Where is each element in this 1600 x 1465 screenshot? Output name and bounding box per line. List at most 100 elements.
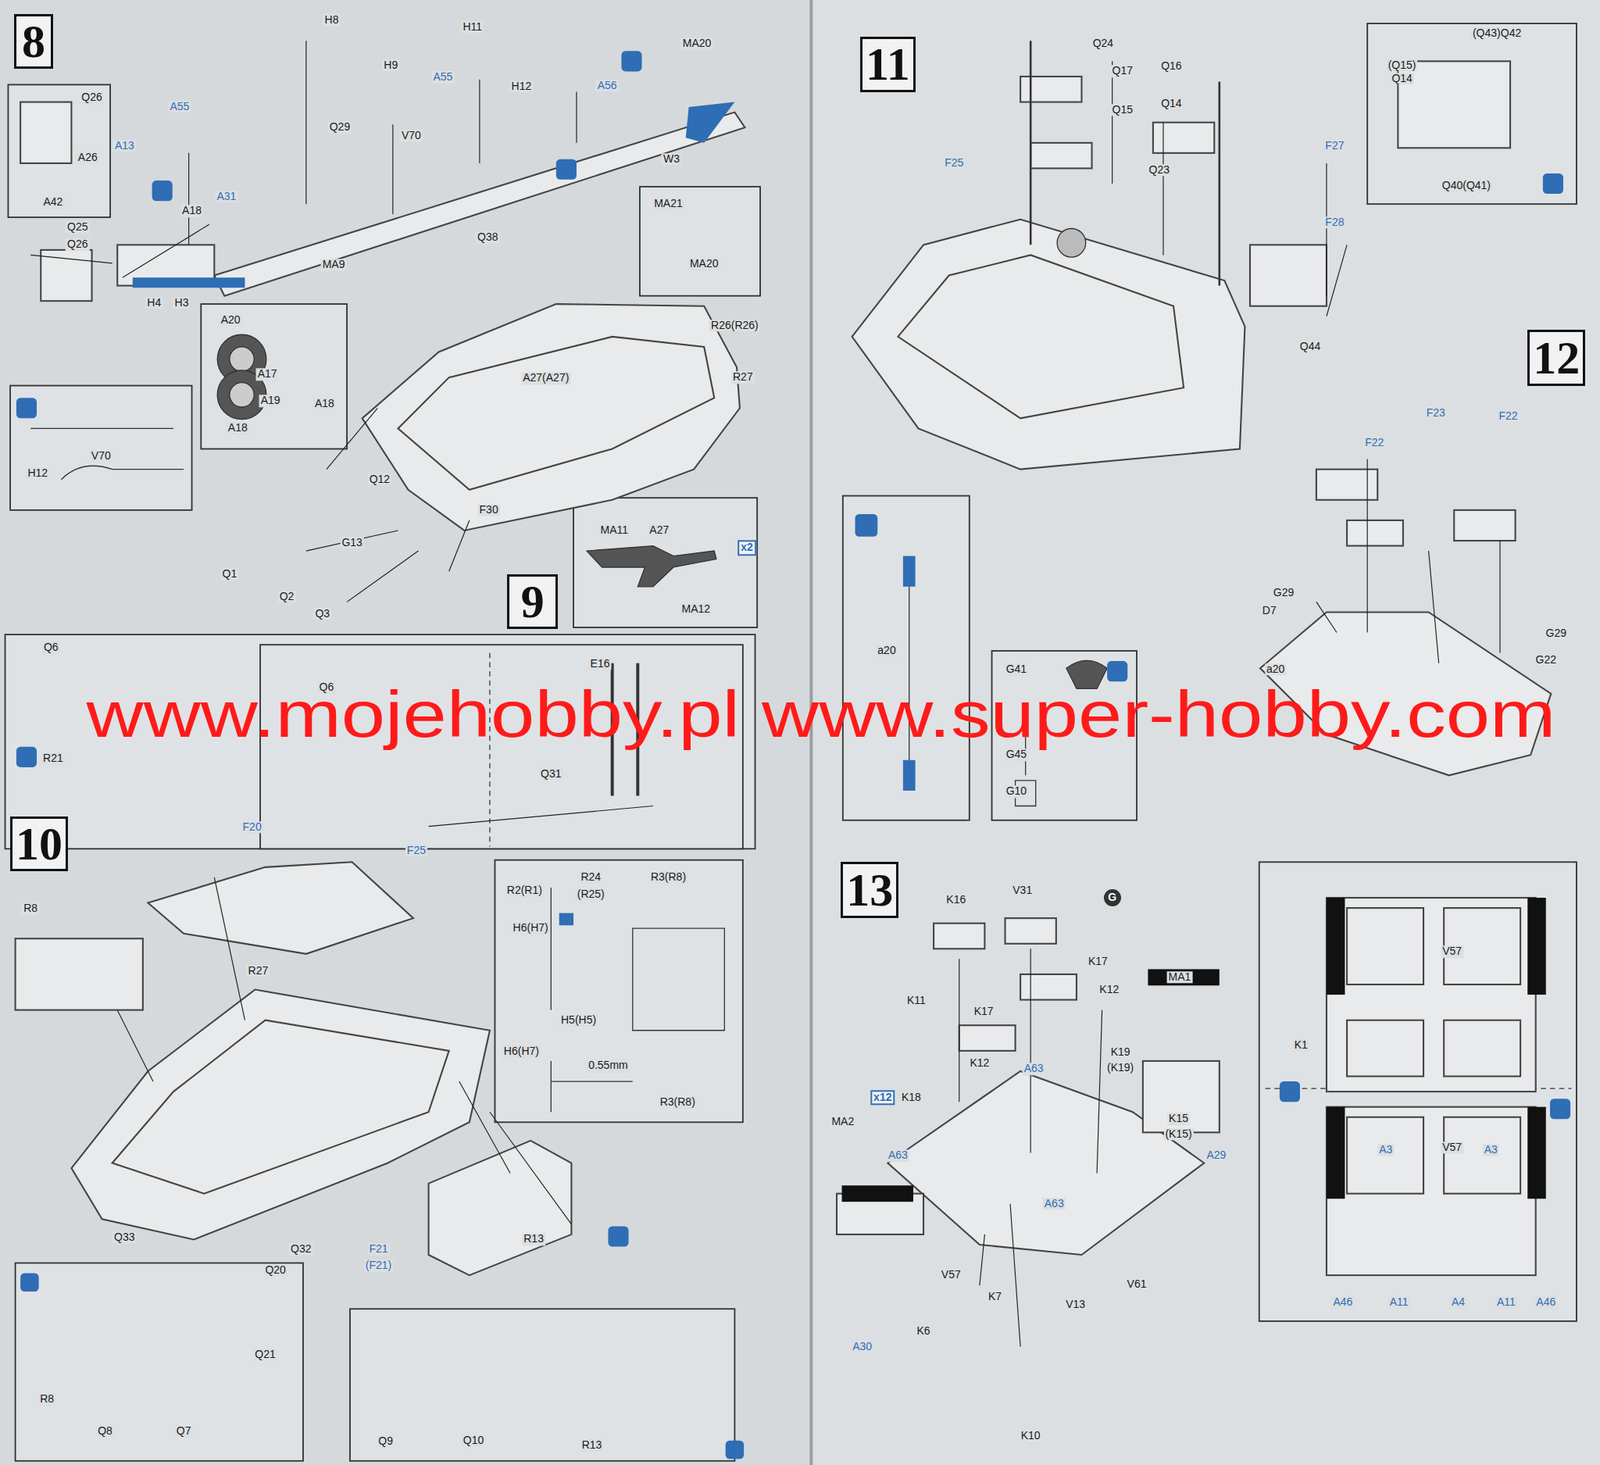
line-art (40, 250, 92, 301)
part-number: H11 (460, 21, 484, 34)
part-number: A55 (431, 71, 454, 84)
line-art (1030, 40, 1220, 286)
watermark: www.mojehobby.pl www.super-hobby.com (86, 678, 1557, 750)
part-number: V70 (400, 129, 423, 142)
step-number: 13 (840, 861, 899, 918)
part-number: Q3 (313, 607, 332, 620)
step-number: 11 (860, 36, 916, 93)
part-number: K12 (967, 1057, 991, 1069)
part-number: V13 (1064, 1298, 1087, 1311)
part-number: R27 (731, 371, 755, 383)
line-art (428, 1140, 572, 1275)
part-number: MA11 (599, 524, 631, 536)
part-number: 0.55mm (586, 1060, 630, 1072)
part-number: (K15) (1163, 1128, 1193, 1140)
step-number-text: 9 (521, 578, 545, 625)
part-number: a20 (1264, 663, 1286, 675)
part-number: Q40(Q41) (1440, 179, 1493, 192)
line-art (897, 254, 1184, 418)
line-art (1005, 917, 1057, 944)
part-number: R2(R1) (505, 884, 544, 897)
part-number: H8 (323, 14, 341, 26)
part-number: H4 (145, 296, 163, 309)
part-number: K6 (914, 1325, 932, 1337)
part-number: A26 (76, 152, 100, 165)
line-art (1326, 1107, 1536, 1275)
line-art (1316, 469, 1378, 500)
line-art (15, 938, 143, 1010)
part-number: H6(H7) (502, 1045, 541, 1058)
part-number: A56 (596, 79, 619, 92)
line-art (1250, 244, 1327, 306)
part-number: Q1 (221, 567, 240, 580)
part-number: H3 (173, 296, 191, 309)
part-number: K11 (905, 994, 928, 1007)
part-number: A18 (313, 397, 336, 410)
part-number: Q8 (96, 1425, 115, 1437)
part-number: MA9 (321, 259, 347, 272)
step-number-text: 13 (846, 866, 893, 914)
part-number: R26(R26) (709, 319, 761, 332)
part-number: K16 (944, 893, 968, 906)
line-art (350, 1308, 735, 1461)
line-art (621, 50, 642, 72)
line-art (903, 760, 916, 791)
part-number: V57 (1440, 1141, 1464, 1154)
part-number: Q9 (376, 1435, 395, 1447)
part-number: G45 (1004, 749, 1029, 761)
part-number: Q16 (1159, 60, 1183, 72)
line-art (15, 1262, 304, 1461)
line-art (1367, 23, 1577, 204)
part-number: G13 (339, 536, 364, 549)
line-art (10, 385, 192, 511)
line-art (933, 923, 985, 950)
part-number: (R25) (575, 888, 607, 900)
part-number: K12 (1097, 983, 1121, 996)
part-number: A13 (113, 139, 136, 152)
line-art (112, 1020, 450, 1194)
part-number: W3 (661, 153, 682, 165)
part-number: A29 (1204, 1150, 1228, 1162)
part-number: K18 (900, 1091, 923, 1104)
line-art (71, 989, 490, 1240)
part-number: K10 (1019, 1430, 1043, 1443)
line-art (1326, 897, 1346, 995)
part-number: A3 (1482, 1143, 1500, 1156)
part-number: G29 (1271, 586, 1296, 599)
part-number: A27 (647, 524, 671, 536)
line-art (559, 913, 574, 926)
line-art (1453, 510, 1515, 541)
part-number: A63 (1042, 1197, 1066, 1210)
line-art (1527, 1107, 1547, 1200)
line-art (30, 40, 1220, 1112)
step-number-text: 8 (21, 17, 46, 65)
part-number: Q44 (1298, 340, 1322, 353)
line-art (15, 60, 1552, 1275)
part-number: Q29 (328, 121, 352, 134)
line-art (1326, 897, 1536, 1092)
part-number: Q26 (79, 92, 104, 104)
line-art (132, 277, 246, 288)
part-number: F22 (1363, 436, 1386, 449)
part-number: R3(R8) (658, 1096, 697, 1109)
part-number: K1 (1292, 1039, 1310, 1052)
part-number: A63 (886, 1150, 910, 1162)
part-number: A30 (850, 1340, 874, 1353)
line-art (1057, 228, 1086, 258)
line-art (550, 887, 725, 1031)
part-number: A46 (1331, 1296, 1354, 1309)
line-art (1316, 459, 1500, 664)
line-art (147, 861, 414, 954)
part-number: Q12 (367, 473, 392, 486)
line-art (30, 428, 184, 479)
line-art (117, 877, 572, 1225)
step-number: 8 (14, 14, 54, 69)
part-number: Q17 (1110, 65, 1135, 78)
part-number: A20 (219, 314, 243, 326)
part-number: V57 (939, 1268, 963, 1281)
part-number: K7 (986, 1290, 1004, 1303)
part-number: R13 (521, 1233, 546, 1246)
part-number: A42 (41, 196, 65, 208)
line-art (306, 407, 470, 602)
part-number: V57 (1440, 946, 1464, 958)
